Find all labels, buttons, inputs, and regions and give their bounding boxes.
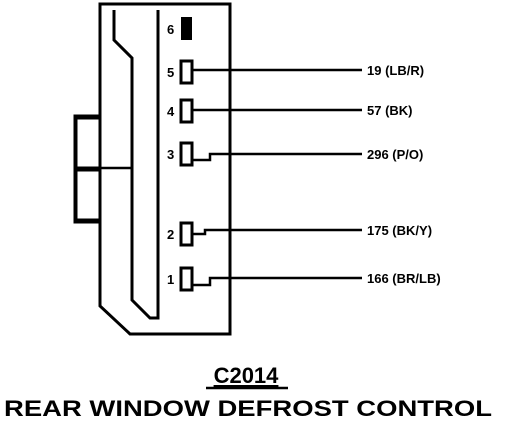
connector-latch bbox=[74, 116, 132, 222]
pin-number: 5 bbox=[167, 65, 174, 80]
pin-number: 4 bbox=[167, 104, 175, 119]
wire-label-pin-3: 296 (P/O) bbox=[367, 147, 423, 162]
wire-label-pin-1: 166 (BR/LB) bbox=[367, 271, 441, 286]
wire-label-pin-5: 19 (LB/R) bbox=[367, 63, 424, 78]
pin-number: 2 bbox=[167, 227, 174, 242]
wire-label-pin-4: 57 (BK) bbox=[367, 103, 413, 118]
pin-number: 3 bbox=[167, 147, 174, 162]
pin-number: 6 bbox=[167, 22, 174, 37]
pin-6-cavity bbox=[181, 17, 192, 40]
pin-3-cavity bbox=[179, 141, 194, 167]
pin-5-cavity bbox=[179, 59, 194, 85]
wire-leaders bbox=[192, 68, 362, 287]
wire-label-pin-2: 175 (BK/Y) bbox=[367, 223, 432, 238]
connector-id: C2014 bbox=[214, 363, 280, 388]
connector-housing-inner bbox=[112, 10, 160, 320]
pin-2-cavity bbox=[179, 221, 194, 247]
pin-1-cavity bbox=[179, 266, 194, 292]
connector-title: REAR WINDOW DEFROST CONTROL bbox=[4, 396, 492, 421]
connector-housing-outer bbox=[73, 2, 232, 336]
pin-number: 1 bbox=[167, 272, 174, 287]
pin-4-cavity bbox=[179, 98, 194, 124]
